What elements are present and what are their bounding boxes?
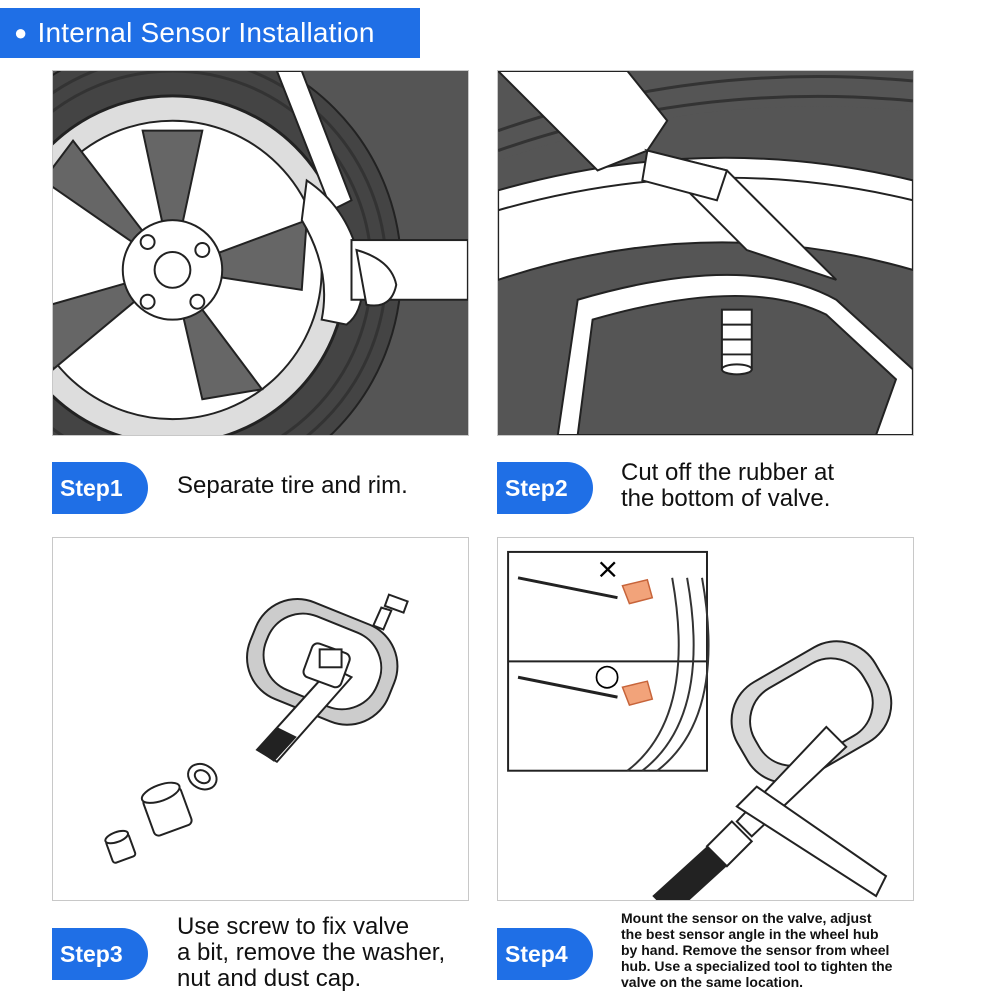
valve-parts-drawing	[104, 593, 409, 864]
step3-text-line1: Use screw to fix valve	[177, 913, 410, 940]
wrong-mark: ×	[596, 552, 620, 585]
step1-illustration	[52, 70, 469, 436]
step2-text-line1: Cut off the rubber at	[621, 459, 835, 486]
section-title: Internal Sensor Installation	[37, 17, 375, 48]
step4-text-line2: the best sensor angle in the wheel hub	[621, 926, 879, 942]
step3-text: Use screw to fix valve a bit, remove the…	[177, 914, 445, 992]
step4-illustration: × ○	[497, 537, 914, 901]
step4-text-line1: Mount the sensor on the valve, adjust	[621, 910, 872, 926]
step1-text: Separate tire and rim.	[177, 472, 408, 499]
step1-badge: Step1	[52, 462, 148, 514]
step2-badge: Step2	[497, 462, 593, 514]
step3-text-line3: nut and dust cap.	[177, 965, 362, 992]
sensor-mount-drawing	[507, 550, 893, 900]
step4-badge: Step4	[497, 928, 593, 980]
section-title-banner: ● Internal Sensor Installation	[0, 8, 420, 58]
step3-badge: Step3	[52, 928, 148, 980]
step4-text-line3: by hand. Remove the sensor from wheel	[621, 942, 890, 958]
right-mark: ○	[594, 658, 621, 693]
step3-text-line2: a bit, remove the washer,	[177, 939, 446, 966]
valve-cut-drawing	[498, 71, 913, 435]
bullet-icon: ●	[14, 20, 28, 45]
step4-text-line5: valve on the same location.	[621, 974, 804, 990]
step2-text-line2: the bottom of valve.	[621, 485, 831, 512]
step3-illustration	[52, 537, 469, 901]
tire-separation-drawing	[53, 71, 468, 435]
step4-text-line4: hub. Use a specialized tool to tighten t…	[621, 958, 893, 974]
step2-illustration	[497, 70, 914, 436]
step4-text: Mount the sensor on the valve, adjust th…	[621, 910, 892, 990]
step2-text: Cut off the rubber at the bottom of valv…	[621, 460, 834, 512]
